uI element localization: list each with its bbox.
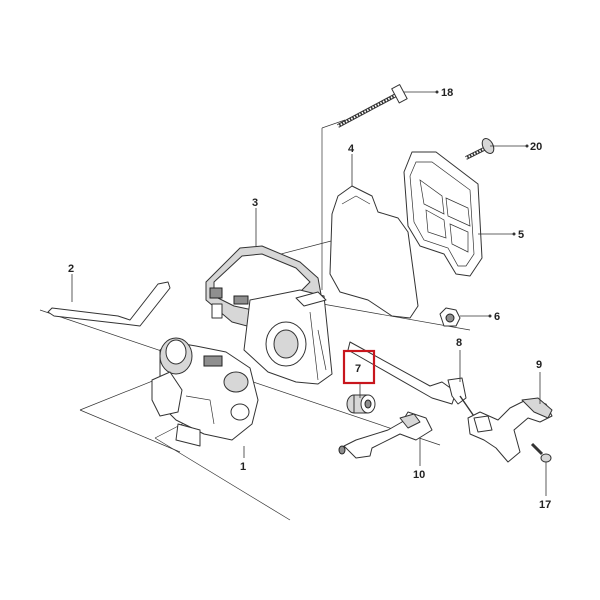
leader-lines xyxy=(71,91,547,496)
callout-8: 8 xyxy=(456,337,462,349)
callout-1: 1 xyxy=(240,461,246,473)
callout-10: 10 xyxy=(413,469,425,481)
callout-4: 4 xyxy=(348,143,355,155)
callout-2: 2 xyxy=(68,263,74,275)
callout-20: 20 xyxy=(530,141,542,153)
intake-housing-part xyxy=(205,245,333,385)
small-screw-part xyxy=(465,138,495,160)
callout-6: 6 xyxy=(494,311,500,323)
sleeve-part xyxy=(346,394,376,414)
long-screw-part xyxy=(337,84,408,128)
callout-labels: 18 20 4 3 5 2 6 8 9 1 10 17 7 xyxy=(68,87,551,511)
leader-dots xyxy=(435,90,529,318)
callout-18: 18 xyxy=(441,87,453,99)
link-lever-part xyxy=(338,411,433,459)
callout-7: 7 xyxy=(355,363,361,375)
carburetor-part xyxy=(151,337,259,447)
callout-9: 9 xyxy=(536,359,542,371)
callout-5: 5 xyxy=(518,229,524,241)
nut-part xyxy=(439,307,461,327)
callout-17: 17 xyxy=(539,499,551,511)
throttle-trigger-part xyxy=(467,397,553,463)
choke-rod-part xyxy=(47,281,171,327)
highlight-box-7 xyxy=(342,349,376,385)
filter-element-part xyxy=(329,185,419,319)
trigger-screw-part xyxy=(530,442,552,463)
callout-3: 3 xyxy=(252,197,258,209)
filter-frame-part xyxy=(403,151,483,277)
